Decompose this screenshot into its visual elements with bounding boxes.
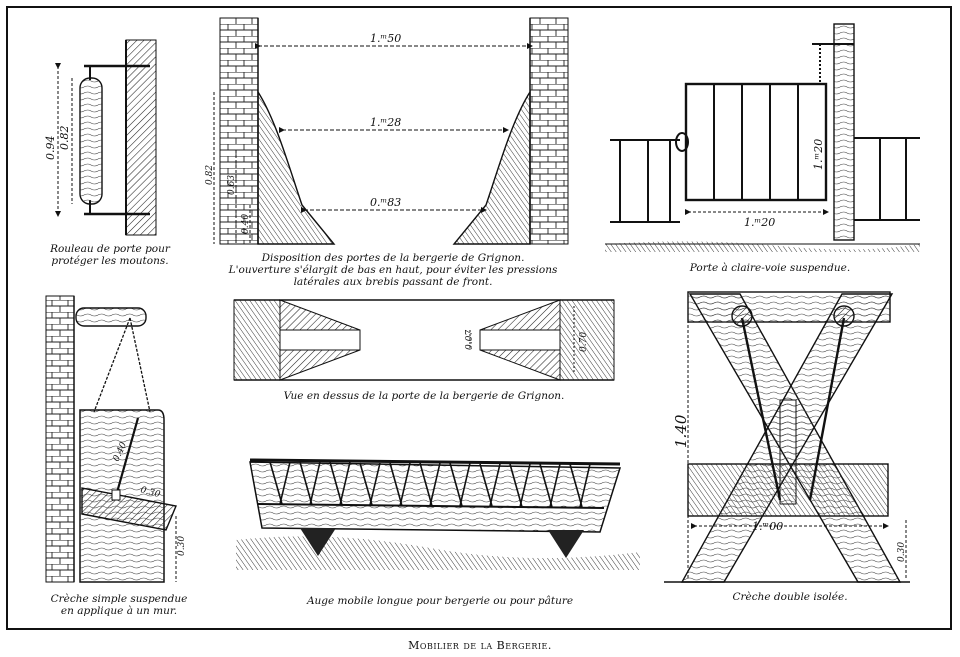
door-caption-line-2: L'ouverture s'élargit de bas en haut, po… xyxy=(228,264,558,276)
plate-title: Mobilier de la Bergerie. xyxy=(408,639,552,652)
dim-side-2: 0.63 xyxy=(227,175,237,195)
wall-rack-figure: 0.40 0.30 0.30 xyxy=(45,295,187,583)
wall-rack-caption-line-2: en applique à un mur. xyxy=(60,605,178,617)
top-view-figure: 0.07 0.70 xyxy=(233,299,615,381)
dim-low: 0.ᵐ83 xyxy=(370,196,401,209)
openwork-door-figure: 1.ᵐ20 1.ᵐ20 xyxy=(605,23,920,252)
roller-dim-inner: 0.82 xyxy=(58,126,71,151)
roller-figure: 0.94 0.82 xyxy=(44,39,157,236)
roller-caption-line-2: protéger les moutons. xyxy=(51,255,169,267)
door-disposition-figure: 1.ᵐ50 1.ᵐ28 0.ᵐ83 0.82 0.63 0.40 xyxy=(205,17,569,245)
door-disposition-caption: Disposition des portes de la bergerie de… xyxy=(218,252,568,288)
door-dim-height: 1.ᵐ20 xyxy=(812,139,825,170)
double-dim-height: 1.40 xyxy=(672,414,690,448)
roller-caption-line-1: Rouleau de porte pour xyxy=(50,243,170,255)
dim-side-3: 0.40 xyxy=(241,214,251,234)
top-view-caption: Vue en dessus de la porte de la bergerie… xyxy=(283,390,565,402)
door-caption-line-3: latérales aux brebis passant de front. xyxy=(293,276,493,288)
wall-rack-caption-line-1: Crèche simple suspendue xyxy=(50,593,188,605)
trough-caption: Auge mobile longue pour bergerie ou pour… xyxy=(306,595,574,607)
plate-frame xyxy=(6,6,952,630)
topview-dim-left: 0.07 xyxy=(465,330,475,350)
dim-mid: 1.ᵐ28 xyxy=(370,116,401,129)
door-caption-line-1: Disposition des portes de la bergerie de… xyxy=(261,252,525,264)
double-dim-width: 1.ᵐ00 xyxy=(752,520,783,533)
rack-dim-c: 0.30 xyxy=(177,536,187,556)
dim-side-1: 0.82 xyxy=(205,165,215,185)
roller-caption: Rouleau de porte pour protéger les mouto… xyxy=(40,243,180,267)
trough-figure xyxy=(236,458,640,570)
topview-dim-right: 0.70 xyxy=(579,332,589,352)
double-dim-foot: 0.30 xyxy=(897,542,907,562)
openwork-door-caption: Porte à claire-voie suspendue. xyxy=(689,262,851,274)
dim-top: 1.ᵐ50 xyxy=(370,32,401,45)
wall-rack-caption: Crèche simple suspendue en applique à un… xyxy=(24,593,214,617)
double-rack-caption: Crèche double isolée. xyxy=(732,591,848,603)
double-rack-figure: 1.40 1.ᵐ00 0.30 xyxy=(664,291,910,583)
roller-dim-outer: 0.94 xyxy=(44,136,57,161)
door-dim-width: 1.ᵐ20 xyxy=(744,216,775,229)
